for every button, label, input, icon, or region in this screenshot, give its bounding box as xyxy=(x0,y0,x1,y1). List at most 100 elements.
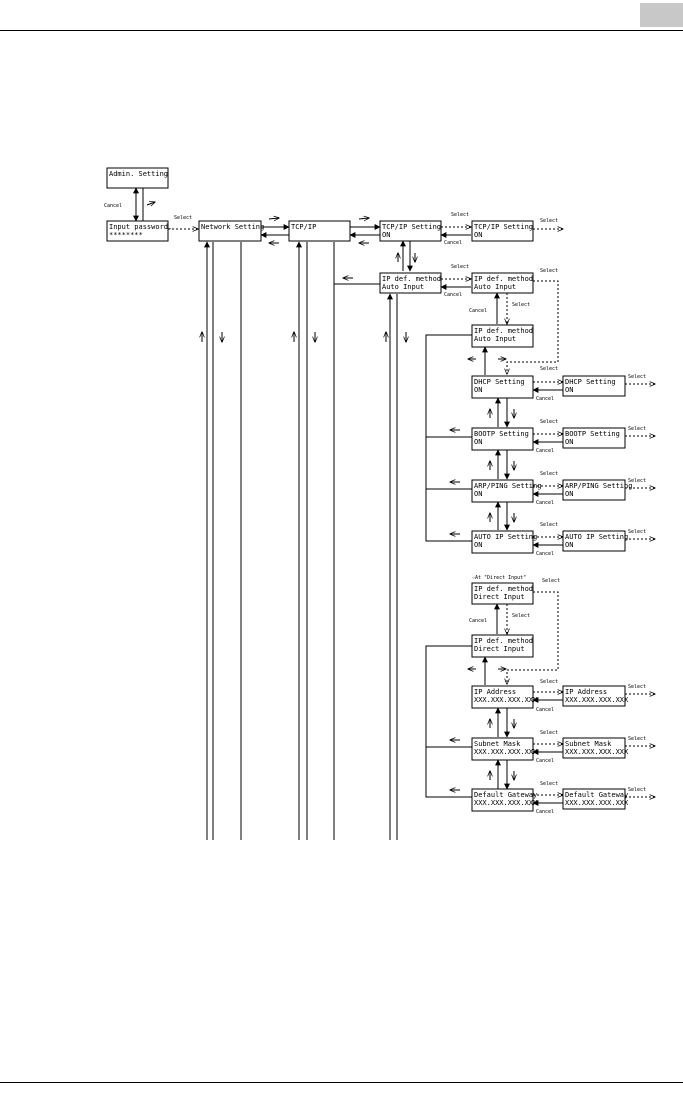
menu-box-frame xyxy=(562,427,626,449)
menu-box-frame xyxy=(471,375,534,399)
cancel-label: Cancel xyxy=(444,292,462,298)
cancel-label: Cancel xyxy=(469,618,487,624)
select-label: Select xyxy=(540,522,558,528)
menu-box-title: AUTO IP Setting xyxy=(474,533,537,541)
menu-box-frame xyxy=(288,220,351,242)
menu-box-tcpip: TCP/IP xyxy=(288,220,351,242)
select-label: Select xyxy=(174,215,192,221)
menu-box-frame xyxy=(562,788,626,810)
menu-box-frame xyxy=(471,788,534,812)
select-label: Select xyxy=(628,736,646,742)
menu-box-frame xyxy=(562,685,626,707)
cancel-label: Cancel xyxy=(536,707,554,713)
menu-box-value: XXX.XXX.XXX.XXX xyxy=(474,748,538,756)
menu-box-title: IP def. method xyxy=(382,275,441,283)
menu-box-frame xyxy=(471,220,534,242)
menu-box-value: ON xyxy=(474,490,482,498)
select-label: Select xyxy=(512,302,530,308)
select-label: Select xyxy=(540,730,558,736)
menu-box-frame xyxy=(471,634,534,658)
menu-box-value: Auto Input xyxy=(474,283,516,291)
select-label: Select xyxy=(451,264,469,270)
menu-box-title: Network Setting xyxy=(201,223,264,231)
menu-box-value: XXX.XXX.XXX.XXX xyxy=(565,748,629,756)
select-label: Select xyxy=(540,781,558,787)
menu-box-title: BOOTP Setting xyxy=(565,430,620,438)
menu-box-title: IP def. method xyxy=(474,637,533,645)
select-label: Select xyxy=(540,419,558,425)
cancel-label: Cancel xyxy=(104,203,122,209)
cancel-label: Cancel xyxy=(536,758,554,764)
menu-box-frame xyxy=(562,530,626,552)
menu-box-title: DHCP Setting xyxy=(565,378,616,386)
menu-box-frame xyxy=(379,220,442,242)
menu-box-title: ARP/PING Setting xyxy=(565,482,632,490)
menu-box-value: ON xyxy=(474,231,482,239)
menu-box-password: Input password.******** xyxy=(106,220,172,242)
menu-box-value: ON xyxy=(474,386,482,394)
select-label: Select xyxy=(540,679,558,685)
menu-box-frame xyxy=(562,375,626,397)
menu-box-frame xyxy=(471,427,534,451)
menu-box-title: IP def. method xyxy=(474,275,533,283)
header-rule xyxy=(0,30,683,31)
menu-box-frame xyxy=(471,685,534,709)
cancel-label: Cancel xyxy=(536,809,554,815)
select-label: Select xyxy=(628,478,646,484)
menu-box-value: ON xyxy=(565,541,573,549)
menu-box-value: Auto Input xyxy=(474,335,516,343)
select-label: Select xyxy=(540,268,558,274)
menu-box-admin: Admin. Setting xyxy=(106,167,169,189)
menu-box-title: Input password. xyxy=(109,223,172,231)
menu-box-frame xyxy=(106,220,169,242)
select-label: Select xyxy=(540,218,558,224)
select-label: Select xyxy=(628,787,646,793)
chapter-tab xyxy=(640,3,683,27)
select-label: Select xyxy=(512,613,530,619)
menu-box-value: ON xyxy=(474,438,482,446)
menu-box-value: XXX.XXX.XXX.XXX xyxy=(565,696,629,704)
menu-box-title: IP def. method xyxy=(474,327,533,335)
menu-box-value: Auto Input xyxy=(382,283,424,291)
menu-box-frame xyxy=(471,530,534,554)
menu-box-frame xyxy=(106,167,169,189)
menu-box-title: Default Gateway xyxy=(565,791,628,799)
select-label: Select xyxy=(628,426,646,432)
menu-box-title: IP def. method xyxy=(474,585,533,593)
menu-box-frame xyxy=(471,272,534,294)
select-label: Select xyxy=(628,529,646,535)
menu-box-frame xyxy=(471,737,534,761)
menu-box-value: ******** xyxy=(109,231,143,239)
menu-box-value: Direct Input xyxy=(474,645,525,653)
footer-rule xyxy=(0,1082,683,1083)
menu-box-network: Network Setting xyxy=(198,220,264,242)
cancel-label: Cancel xyxy=(469,308,487,314)
cancel-label: Cancel xyxy=(536,500,554,506)
direct-input-note: ☆At "Direct Input" xyxy=(472,575,526,581)
menu-box-value: ON xyxy=(565,438,573,446)
menu-box-frame xyxy=(562,479,626,501)
menu-box-frame xyxy=(471,479,534,503)
select-label: Select xyxy=(540,471,558,477)
cancel-label: Cancel xyxy=(536,396,554,402)
menu-box-value: ON xyxy=(474,541,482,549)
select-label: Select xyxy=(628,684,646,690)
